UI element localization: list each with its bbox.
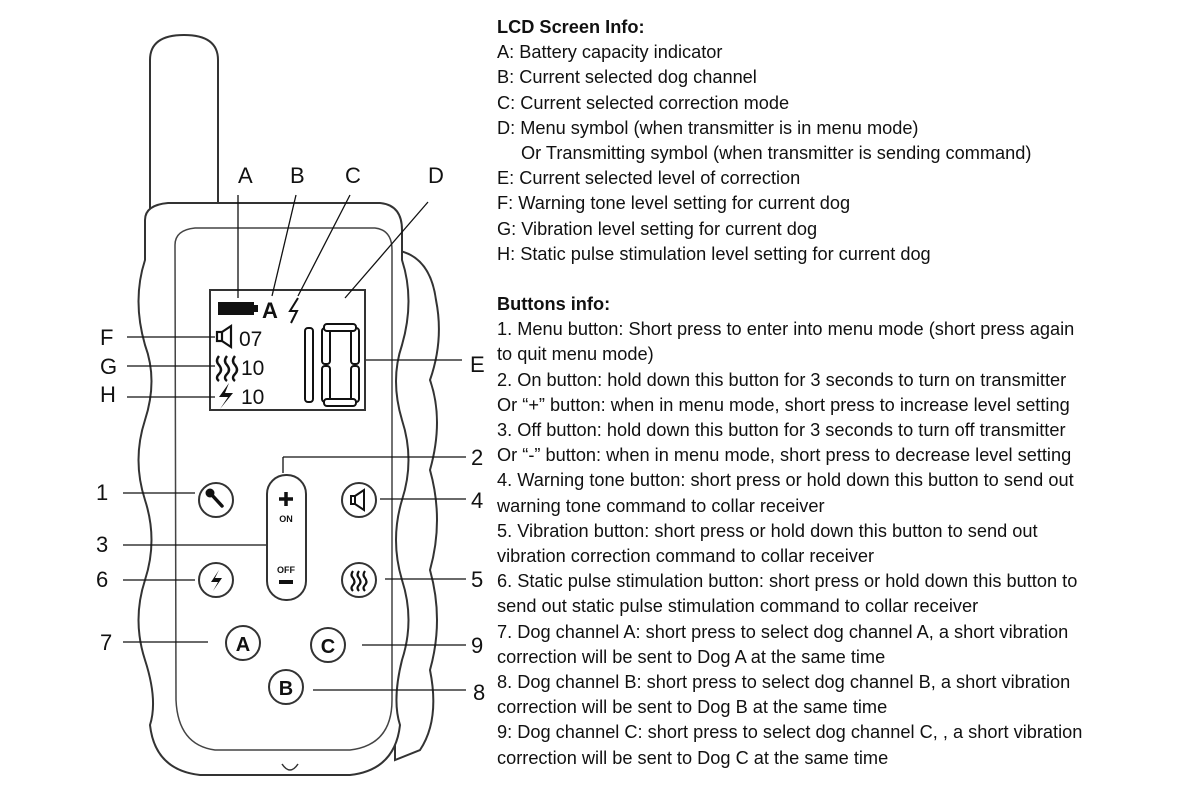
callout-2: 2	[471, 445, 483, 470]
callout-9: 9	[471, 633, 483, 658]
buttons-info-line: 1. Menu button: Short press to enter int…	[497, 319, 1075, 340]
lcd-info-item: D: Menu symbol (when transmitter is in m…	[497, 117, 919, 138]
info-panel: LCD Screen Info: A: Battery capacity ind…	[497, 15, 1187, 771]
svg-text:A: A	[236, 634, 250, 656]
on-label: ON	[279, 514, 293, 524]
lcd-info-item: B: Current selected dog channel	[497, 67, 757, 88]
dog-a-button[interactable]: A	[225, 625, 261, 661]
vibration-button[interactable]	[341, 562, 377, 598]
lcd-info-item: F: Warning tone level setting for curren…	[497, 193, 851, 214]
buttons-info-line: 7. Dog channel A: short press to select …	[497, 621, 1069, 642]
lcd-lightning-icon	[288, 297, 299, 324]
plus-icon	[279, 492, 293, 506]
buttons-info-line: 8. Dog channel B: short press to select …	[497, 672, 1071, 693]
callout-1: 1	[96, 480, 108, 505]
callout-f: F	[100, 325, 113, 350]
transmitter-face	[174, 227, 393, 751]
antenna	[149, 33, 219, 235]
speaker-icon	[350, 488, 365, 512]
lcd-info-item: C: Current selected correction mode	[497, 92, 790, 113]
lcd-tone-level: 07	[239, 328, 262, 351]
buttons-info-line: correction will be sent to Dog A at the …	[497, 646, 886, 667]
buttons-info-line: Or “-” button: when in menu mode, short …	[497, 445, 1072, 466]
callout-6: 6	[96, 567, 108, 592]
buttons-info-line: correction will be sent to Dog C at the …	[497, 747, 889, 768]
buttons-info-line: 2. On button: hold down this button for …	[497, 369, 1067, 390]
callout-5: 5	[471, 567, 483, 592]
callout-8: 8	[473, 680, 485, 705]
transmitter-diagram: A 07 10 10 A B C D	[96, 33, 485, 776]
buttons-info-line: 4. Warning tone button: short press or h…	[497, 470, 1074, 491]
buttons-info-line: to quit menu mode)	[497, 344, 654, 365]
callout-a: A	[238, 163, 253, 188]
buttons-info-line: vibration correction command to collar r…	[497, 546, 875, 567]
dog-c-button[interactable]: C	[310, 627, 346, 663]
lcd-info-heading: LCD Screen Info:	[497, 17, 645, 37]
speaker-icon	[215, 323, 233, 350]
wrench-icon	[205, 488, 224, 508]
lightning-icon	[211, 570, 222, 591]
callout-c: C	[345, 163, 361, 188]
lcd-info-item: A: Battery capacity indicator	[497, 42, 723, 63]
buttons-info-line: 3. Off button: hold down this button for…	[497, 420, 1066, 441]
callout-h: H	[100, 382, 116, 407]
buttons-info-line: 6. Static pulse stimulation button: shor…	[497, 571, 1078, 592]
callout-d: D	[428, 163, 444, 188]
callout-b: B	[290, 163, 305, 188]
lcd-static-level: 10	[241, 386, 264, 409]
buttons-info-line: 5. Vibration button: short press or hold…	[497, 520, 1038, 541]
lanyard-hole	[281, 763, 299, 771]
vibration-icon	[350, 570, 368, 592]
minus-icon	[279, 580, 293, 584]
lcd-big-level	[304, 323, 360, 407]
buttons-info-line: send out static pulse stimulation comman…	[497, 596, 979, 617]
buttons-info-line: correction will be sent to Dog B at the …	[497, 697, 888, 718]
buttons-info-line: Or “+” button: when in menu mode, short …	[497, 394, 1070, 415]
buttons-info-line: warning tone command to collar receiver	[497, 495, 825, 516]
svg-text:B: B	[279, 678, 293, 700]
menu-button[interactable]	[198, 482, 234, 518]
vibration-icon	[215, 355, 239, 382]
callout-g: G	[100, 354, 117, 379]
lcd-vibration-level: 10	[241, 357, 264, 380]
dog-b-button[interactable]: B	[268, 669, 304, 705]
battery-icon	[218, 302, 258, 315]
on-plus-button[interactable]: ON OFF	[266, 474, 307, 601]
static-lightning-icon	[219, 383, 233, 409]
lcd-channel: A	[262, 298, 278, 323]
off-label: OFF	[277, 565, 295, 575]
buttons-info-heading: Buttons info:	[497, 294, 611, 315]
lcd-info-item: Or Transmitting symbol (when transmitter…	[521, 143, 1032, 164]
svg-text:C: C	[321, 636, 335, 658]
buttons-info-line: 9: Dog channel C: short press to select …	[497, 722, 1083, 743]
callout-4: 4	[471, 488, 483, 513]
callout-e: E	[470, 352, 485, 377]
callout-3: 3	[96, 532, 108, 557]
lcd-info-item: H: Static pulse stimulation level settin…	[497, 243, 931, 264]
lcd-info-item: G: Vibration level setting for current d…	[497, 218, 818, 239]
callout-7: 7	[100, 630, 112, 655]
static-button[interactable]	[198, 562, 234, 598]
lcd-info-item: E: Current selected level of correction	[497, 168, 801, 189]
callout-lines	[123, 194, 466, 691]
warning-tone-button[interactable]	[341, 482, 377, 518]
